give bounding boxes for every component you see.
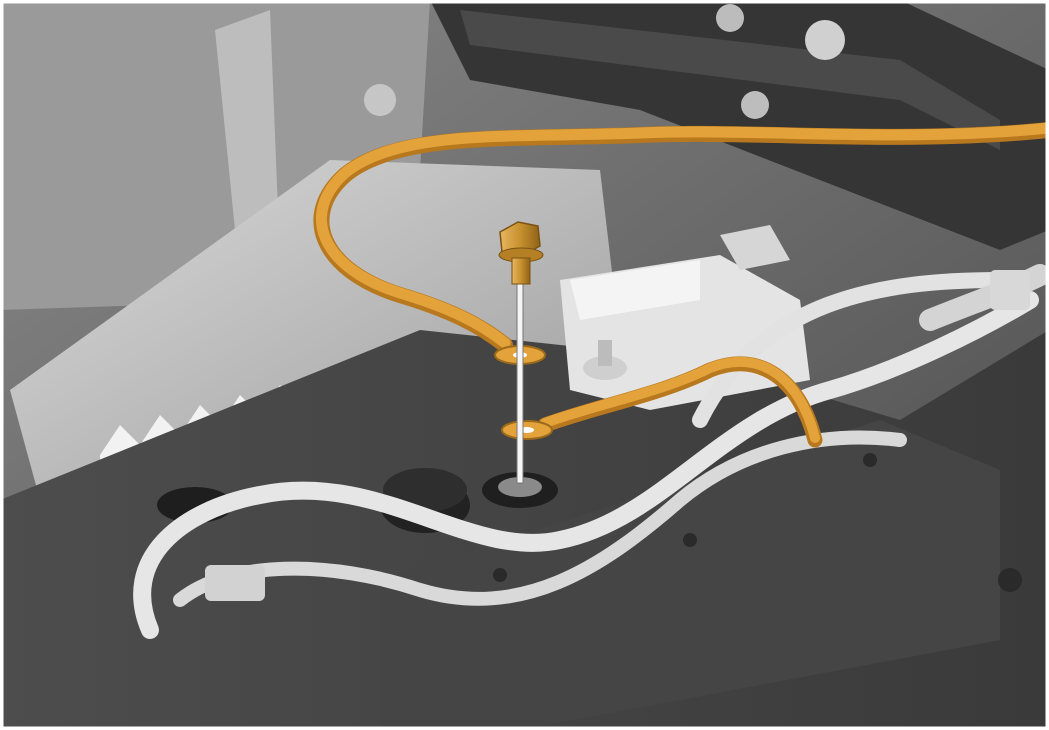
frame-bolt-3 (364, 84, 396, 116)
stud[interactable] (516, 277, 524, 484)
harness-connector-left (205, 565, 265, 601)
battery-tray (10, 160, 620, 500)
front-bracket (380, 420, 1000, 730)
frame-rail-flange (460, 10, 1000, 150)
terminal-block-top (570, 260, 700, 320)
bracket-hole-2 (683, 533, 697, 547)
bracket-hole-3 (493, 568, 507, 582)
harness-branch-1 (173, 430, 907, 607)
stud-grommet-ring (498, 477, 542, 497)
terminal-stud (598, 340, 612, 366)
bolt-shank (511, 257, 531, 285)
bracket-hole-4 (998, 568, 1022, 592)
harness-branch-2 (692, 272, 1008, 428)
terminal-connector (720, 225, 790, 270)
bracket-hole-1 (863, 453, 877, 467)
bolt[interactable] (498, 221, 544, 285)
ground-cable-upper[interactable] (315, 122, 1049, 349)
harness-connector-right (990, 270, 1030, 310)
frame-bolt-2 (716, 4, 744, 32)
harness-main (133, 291, 1039, 639)
terminal-nut (583, 356, 627, 380)
ground-cable-lower[interactable] (540, 356, 820, 443)
frame-bolt-4 (741, 91, 769, 119)
frame-bolt-1 (805, 20, 845, 60)
